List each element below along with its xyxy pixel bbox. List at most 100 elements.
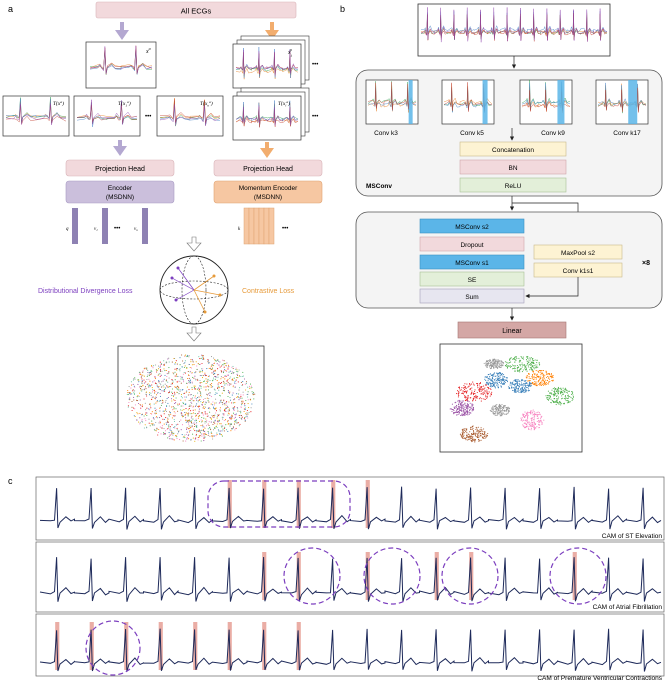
tsne-point — [495, 366, 497, 368]
tsne-point — [247, 393, 249, 395]
tsne-point — [543, 378, 545, 380]
tsne-point — [179, 357, 181, 359]
tsne-point — [173, 420, 176, 422]
tsne-point — [466, 392, 468, 394]
tsne-point — [200, 394, 202, 396]
tsne-point — [157, 391, 159, 394]
tsne-point — [543, 384, 545, 386]
tsne-point — [201, 416, 203, 419]
tsne-point — [240, 404, 243, 406]
tsne-point — [471, 390, 473, 392]
tsne-point — [548, 395, 550, 397]
tsne-point — [220, 425, 222, 427]
tsne-point — [547, 399, 550, 401]
cam-af-highlight-2 — [363, 547, 421, 605]
tsne-point — [466, 405, 468, 407]
tsne-point — [551, 389, 553, 391]
tsne-point — [214, 389, 216, 391]
tsne-point — [480, 390, 482, 392]
tsne-point — [152, 422, 154, 425]
tsne-point — [232, 407, 234, 409]
tsne-point — [201, 354, 203, 356]
tsne-point — [492, 407, 494, 409]
tsne-point — [167, 421, 170, 423]
tsne-point — [543, 376, 545, 378]
tsne-point — [143, 388, 145, 390]
tsne-point — [473, 408, 475, 410]
tsne-point — [136, 419, 138, 421]
tsne-point — [514, 356, 516, 358]
tsne-point — [219, 430, 221, 432]
tsne-point — [534, 367, 537, 369]
tsne-point — [489, 378, 491, 381]
tsne-point — [184, 403, 186, 405]
tsne-point — [175, 402, 177, 404]
tsne-point — [521, 388, 524, 390]
tsne-point — [241, 400, 243, 402]
tsne-point — [555, 404, 557, 406]
tsne-point — [233, 409, 235, 411]
tsne-point — [190, 410, 192, 412]
tsne-point — [181, 389, 183, 391]
tsne-point — [230, 423, 232, 425]
tsne-point — [482, 388, 484, 390]
tsne-point — [474, 439, 476, 441]
tsne-point — [204, 427, 206, 429]
tsne-point — [506, 407, 508, 409]
tsne-point — [133, 378, 135, 380]
tsne-point — [155, 421, 157, 424]
tsne-point — [137, 413, 139, 415]
tsne-point — [462, 428, 464, 430]
tsne-point — [220, 371, 223, 373]
tsne-point — [220, 434, 223, 436]
tsne-point — [476, 433, 478, 436]
tsne-point — [198, 396, 200, 398]
tsne-point — [207, 375, 209, 377]
tsne-point — [227, 382, 229, 384]
tsne-point — [530, 366, 532, 368]
tsne-point — [133, 385, 135, 387]
tsne-point — [514, 387, 516, 389]
tsne-point — [221, 435, 223, 437]
tsne-point — [203, 434, 205, 436]
tsne-point — [498, 373, 500, 375]
tsne-point — [139, 412, 141, 414]
tsne-point — [530, 364, 532, 367]
tsne-point — [242, 371, 244, 373]
tsne-point — [515, 359, 517, 361]
tsne-point — [510, 357, 512, 359]
tsne-point — [184, 355, 186, 357]
tsne-point — [503, 410, 505, 412]
tsne-point — [141, 418, 143, 420]
tsne-point — [175, 424, 177, 426]
tsne-point — [472, 392, 474, 394]
ecg-lead-line — [235, 105, 299, 126]
conv-k17-label: Conv k17 — [613, 130, 641, 137]
tsne-point — [536, 415, 538, 417]
cam-af-trace — [39, 552, 662, 603]
tsne-point — [206, 368, 208, 370]
tsne-point — [531, 375, 533, 378]
ecg-lead-line — [235, 49, 299, 76]
tsne-point — [236, 406, 238, 409]
tsne-point — [187, 394, 189, 396]
tsne-point — [212, 377, 215, 379]
tsne-point — [154, 412, 156, 414]
tsne-point — [203, 437, 205, 439]
tsne-point — [471, 437, 473, 440]
tsne-point — [214, 378, 216, 380]
tsne-point — [489, 382, 492, 384]
tsne-point — [541, 381, 543, 383]
tsne-point — [240, 415, 243, 417]
tsne-point — [515, 391, 517, 393]
tsne-point — [139, 399, 141, 401]
momentum-encoder-box — [213, 180, 323, 204]
tsne-point — [148, 403, 151, 405]
tsne-point — [138, 402, 140, 405]
tsne-point — [240, 396, 242, 398]
tsne-point — [495, 375, 497, 377]
tsne-point — [462, 411, 464, 413]
tsne-point — [191, 420, 193, 422]
tsne-point — [172, 381, 174, 383]
tsne-point — [539, 382, 542, 384]
